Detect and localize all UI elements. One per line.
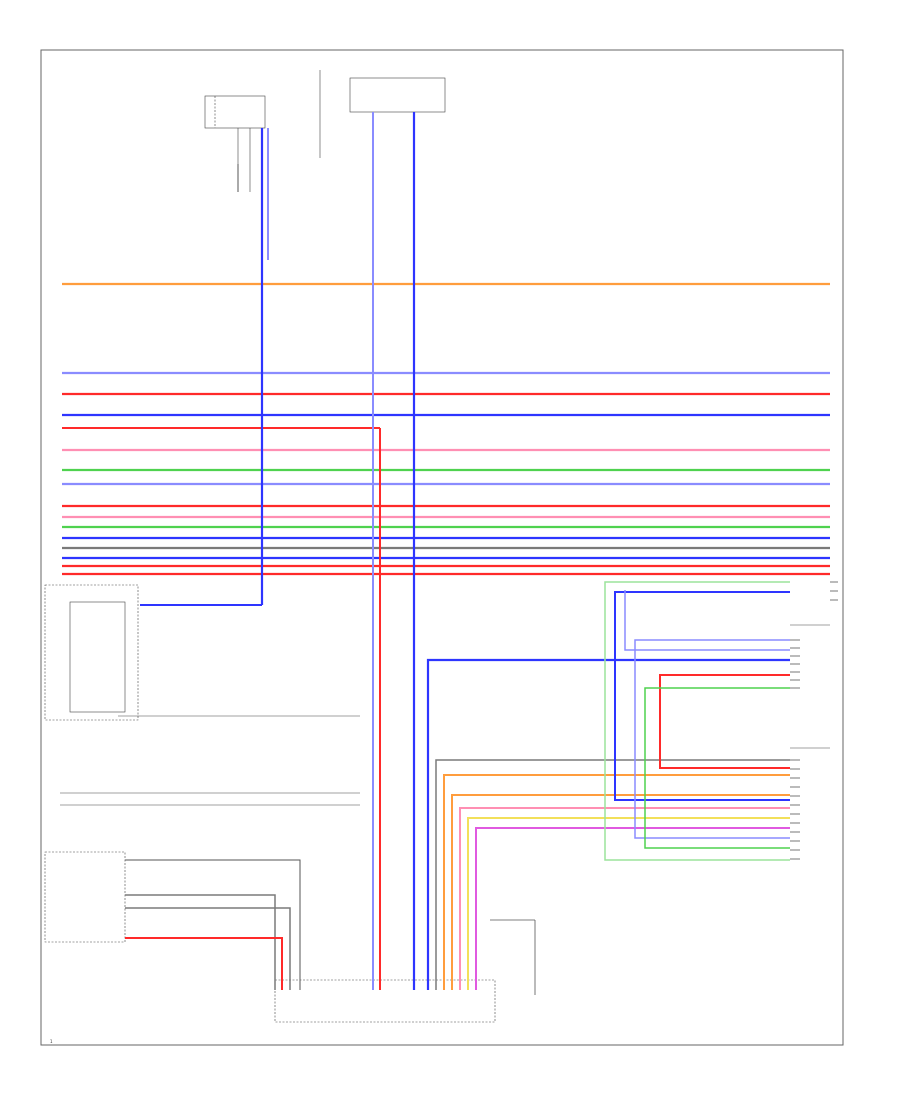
right-loop-wire xyxy=(604,581,790,861)
bottom-connector xyxy=(274,979,496,1023)
left-lower-wire xyxy=(125,937,283,990)
right-route-wire xyxy=(426,658,790,990)
right-loop-wire xyxy=(634,639,790,839)
page-number: 1 xyxy=(50,1039,53,1044)
right-loop-wire xyxy=(614,591,790,801)
right-route-wire xyxy=(443,774,790,990)
wire-layer xyxy=(62,112,838,995)
right-connectors xyxy=(790,624,830,749)
right-loop-wire xyxy=(644,687,790,849)
diagram-frame xyxy=(40,49,844,1046)
right-route-wire xyxy=(475,827,790,990)
right-route-wire xyxy=(435,759,790,990)
right-route-wire xyxy=(467,817,790,990)
right-route-wire xyxy=(459,807,790,990)
top-center-fuse-block xyxy=(349,77,446,113)
right-route-wire xyxy=(451,794,790,990)
right-loop-wire xyxy=(659,674,790,769)
left-lower-wire xyxy=(125,907,291,990)
left-lower-wire xyxy=(125,894,276,990)
left-component-boxes xyxy=(44,584,360,943)
right-loop-wire xyxy=(624,590,790,651)
left-lower-wire xyxy=(125,859,301,990)
